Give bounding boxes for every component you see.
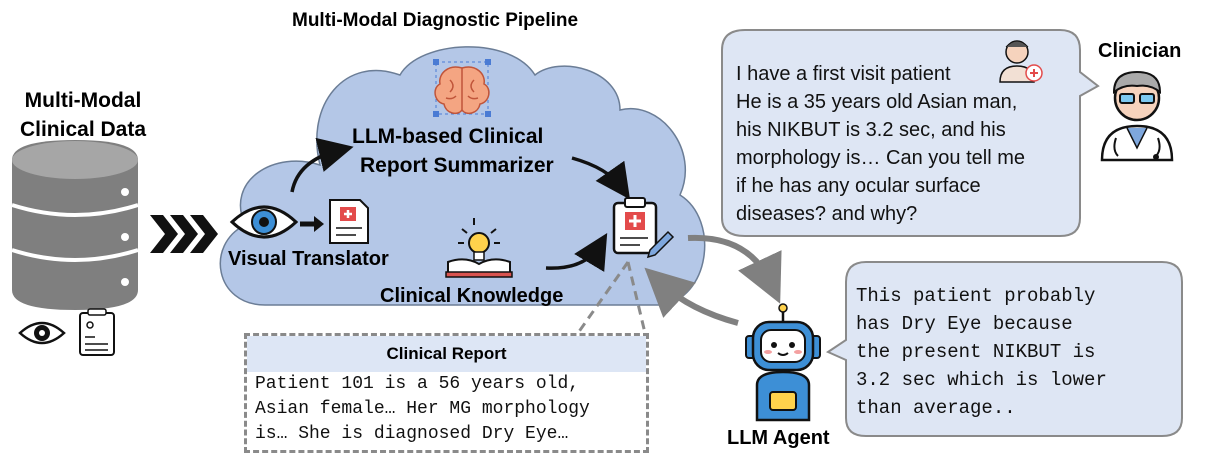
- data-source-line1: Multi-Modal: [24, 89, 142, 112]
- agent-bubble: [825, 261, 1183, 437]
- arrow-to-agent: [687, 234, 782, 304]
- agent-message: This patient probably has Dry Eye becaus…: [856, 282, 1107, 422]
- flow-chevrons: [150, 215, 218, 253]
- clipboard-icon: [612, 197, 675, 259]
- visual-eye-icon: [229, 205, 299, 239]
- clinical-knowledge-label: Clinical Knowledge: [380, 285, 564, 307]
- patient-icon: [999, 40, 1043, 83]
- clinical-report-body: Patient 101 is a 56 years old, Asian fema…: [255, 372, 590, 447]
- database-icon: [11, 140, 139, 310]
- clinician-line: diseases? and why?: [736, 203, 918, 225]
- clinician-line: if he has any ocular surface: [736, 175, 981, 197]
- agent-label: LLM Agent: [727, 427, 830, 449]
- document-icon: [329, 199, 369, 244]
- clinician-line: his NIKBUT is 3.2 sec, and his: [736, 119, 1006, 141]
- arrow-to-clipboard: [571, 156, 631, 200]
- pipeline-title: Multi-Modal Diagnostic Pipeline: [292, 10, 579, 31]
- agent-line: has Dry Eye because: [856, 313, 1073, 335]
- summarizer-line1: LLM-based Clinical: [352, 125, 544, 148]
- report-connector: [576, 261, 647, 334]
- report-line: is… She is diagnosed Dry Eye…: [255, 424, 569, 444]
- clinician-line: I have a first visit patient: [736, 63, 951, 85]
- arrow-from-agent: [644, 267, 739, 326]
- clinical-report-header: Clinical Report: [247, 336, 646, 372]
- robot-icon: [745, 303, 821, 422]
- data-source-line2: Clinical Data: [19, 118, 147, 141]
- arrow-knowledge: [545, 232, 608, 273]
- clinician-message: I have a first visit patient He is a 35 …: [736, 60, 1025, 228]
- clinician-line: He is a 35 years old Asian man,: [736, 91, 1018, 113]
- lightbulb-icon: [458, 218, 500, 261]
- visual-translator-label: Visual Translator: [228, 248, 389, 270]
- brain-icon: [433, 59, 491, 117]
- agent-line: 3.2 sec which is lower: [856, 369, 1107, 391]
- arrow-to-summarizer: [290, 137, 354, 193]
- eye-icon: [18, 321, 66, 345]
- report-line: Asian female… Her MG morphology: [255, 399, 590, 419]
- agent-line: This patient probably: [856, 285, 1096, 307]
- report-line: Patient 101 is a 56 years old,: [255, 374, 580, 394]
- data-source-label: Multi-Modal Clinical Data: [8, 86, 158, 144]
- doctor-icon: [1100, 70, 1174, 162]
- clinician-line: morphology is… Can you tell me: [736, 147, 1026, 169]
- agent-line: the present NIKBUT is: [856, 341, 1096, 363]
- summarizer-line2: Report Summarizer: [360, 154, 554, 177]
- patient-record-icon: [79, 308, 115, 356]
- book-icon: [445, 258, 513, 278]
- summarizer-label: LLM-based Clinical Report Summarizer: [352, 122, 572, 180]
- clinician-label: Clinician: [1098, 40, 1182, 62]
- agent-line: than average..: [856, 397, 1016, 419]
- clinical-report: Clinical Report Patient 101 is a 56 year…: [244, 333, 649, 453]
